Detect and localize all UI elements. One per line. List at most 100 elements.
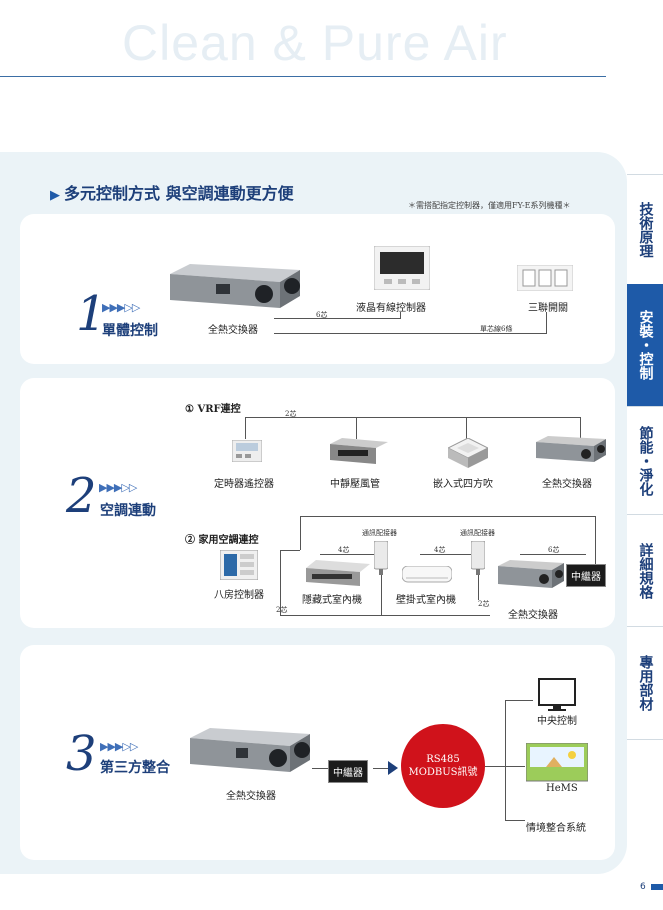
eight-room-controller-image (219, 549, 259, 581)
wire-label: 2芯 (285, 410, 297, 418)
modbus-line: MODBUS訊號 (408, 767, 478, 778)
wire (400, 312, 401, 319)
target-label: 情境整合系統 (526, 823, 586, 834)
wire (356, 417, 357, 439)
triangle-icon: ▶ (50, 188, 60, 203)
device-label: 全熱交換器 (208, 325, 258, 336)
device-label: 定時器遙控器 (214, 479, 274, 490)
device-label: 壁掛式室內機 (396, 595, 456, 606)
erv-unit-image (498, 560, 564, 588)
erv-unit-image (190, 728, 310, 772)
target-label: 中央控制 (537, 716, 577, 727)
wire-label: 2芯 (478, 600, 490, 608)
section-heading: ▶ 多元控制方式 與空調連動更方便 (50, 180, 294, 204)
tab-label: 專用部材 (637, 655, 654, 711)
tab-energy-purification[interactable]: 節能・淨化 (627, 406, 663, 515)
wire (245, 417, 580, 418)
device-label: 隱藏式室內機 (302, 595, 362, 606)
tab-installation-control[interactable]: 安裝・控制 (627, 284, 663, 406)
target-label: HeMS (546, 783, 578, 794)
wire-label: 6芯 (316, 311, 328, 319)
wire (312, 768, 328, 769)
step-label: 空調連動 (100, 503, 156, 519)
home-ac-title: ② 家用空調連控 (185, 535, 259, 546)
device-label: 嵌入式四方吹 (433, 479, 493, 490)
hero-title: Clean & Pure Air (122, 15, 508, 71)
erv-unit-image (170, 264, 300, 308)
card-third-party (20, 645, 615, 860)
ducted-unit-image (330, 438, 388, 464)
page-number: 6 (640, 882, 646, 892)
tab-accessories[interactable]: 專用部材 (627, 626, 663, 740)
monitor-icon (538, 678, 576, 712)
adapter-label: 通訊配接器 (362, 529, 397, 537)
wire (274, 333, 546, 334)
concealed-indoor-unit-image (306, 560, 370, 586)
wire-label: 2芯 (276, 606, 288, 614)
step-number: 3 (66, 726, 97, 782)
wire (466, 417, 467, 439)
wire-label: 6芯 (548, 546, 560, 554)
rs485-signal-badge: RS485 MODBUS訊號 (401, 724, 485, 808)
relay-box: 中繼器 (328, 760, 368, 783)
tab-label: 安裝・控制 (637, 310, 654, 380)
page-marker (651, 884, 663, 890)
compat-note: ＊需搭配指定控制器，僅適用FY-E系列機種＊ (408, 201, 571, 210)
tab-label: 詳細規格 (637, 543, 654, 599)
device-label: 八房控制器 (214, 590, 264, 601)
erv-unit-image (536, 436, 606, 462)
wire (274, 318, 400, 319)
device-label: 液晶有線控制器 (356, 303, 426, 314)
step-arrows-icon: ▶▶▶▷▷ (100, 740, 138, 753)
wire (485, 766, 505, 767)
adapter-image (470, 540, 486, 575)
card-single-control (20, 214, 615, 364)
wire (381, 575, 382, 615)
timer-remote-image (231, 439, 263, 463)
wire (478, 575, 479, 600)
device-label: 全熱交換器 (542, 479, 592, 490)
step-label: 第三方整合 (100, 760, 170, 776)
wire (280, 550, 281, 615)
hero-underline (0, 76, 606, 77)
step-number: 1 (76, 286, 107, 342)
wire (300, 516, 301, 550)
wire-label: 單芯線6條 (480, 325, 513, 333)
card-ac-linkage (20, 378, 615, 628)
relay-box: 中繼器 (566, 564, 606, 587)
wire (280, 550, 300, 551)
wire (580, 417, 581, 439)
adapter-image (373, 540, 389, 575)
wire (245, 417, 246, 439)
arrow-right-icon (388, 761, 398, 775)
rs485-line: RS485 (426, 754, 460, 765)
wire (505, 700, 506, 820)
device-label: 全熱交換器 (226, 791, 276, 802)
wire (300, 516, 595, 517)
heading-text: 多元控制方式 與空調連動更方便 (64, 184, 294, 203)
step-label: 單體控制 (102, 323, 158, 339)
wall-indoor-unit-image (401, 565, 453, 584)
wire (595, 516, 596, 566)
hems-screen-image (525, 742, 589, 783)
wire (505, 766, 525, 767)
wire (546, 312, 547, 334)
step-arrows-icon: ▶▶▶▷▷ (99, 481, 137, 494)
three-way-switch-image (516, 264, 574, 292)
wire-label: 4芯 (338, 546, 350, 554)
tab-technology[interactable]: 技術原理 (627, 174, 663, 285)
wire (373, 768, 393, 769)
tab-label: 節能・淨化 (637, 426, 654, 496)
wire-label: 4芯 (434, 546, 446, 554)
wire (520, 554, 586, 555)
cassette-unit-image (446, 437, 490, 468)
device-label: 中靜壓風管 (330, 479, 380, 490)
step-number: 2 (66, 468, 97, 524)
lcd-controller-image (373, 245, 431, 291)
tab-specifications[interactable]: 詳細規格 (627, 514, 663, 627)
tab-label: 技術原理 (637, 202, 654, 258)
wire (320, 554, 374, 555)
adapter-label: 通訊配接器 (460, 529, 495, 537)
device-label: 全熱交換器 (508, 610, 558, 621)
vrf-title: ① VRF連控 (185, 404, 241, 415)
